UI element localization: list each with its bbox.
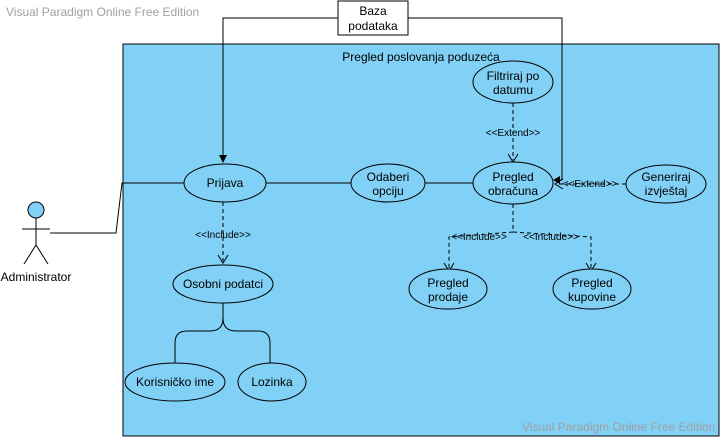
tree-korisnicko-line: [174, 303, 224, 363]
use-case-pregled-obracuna[interactable]: Pregled obračuna: [472, 161, 554, 205]
use-case-prodaje-line1: Pregled: [427, 276, 468, 290]
database-label-line2: podataka: [348, 19, 398, 33]
include-prijava-arrow: [217, 254, 229, 264]
use-case-lozinka[interactable]: Lozinka: [237, 362, 307, 402]
include-prijava-label: <<Include>>: [195, 230, 251, 241]
extend-generiraj-label: <<Extend>>: [563, 179, 618, 190]
use-case-korisnicko-ime[interactable]: Korisničko ime: [124, 362, 226, 402]
use-case-kupovine-line1: Pregled: [571, 276, 612, 290]
include-prodaje-line: [448, 204, 514, 269]
administrator-label: Administrator: [1, 270, 72, 284]
use-case-prodaje-line2: prodaje: [428, 290, 468, 304]
system-boundary[interactable]: [122, 43, 720, 437]
include-kupovine-line: [512, 231, 592, 269]
use-case-osobni-podatci[interactable]: Osobni podatci: [172, 264, 274, 304]
use-case-prijava-label: Prijava: [207, 176, 244, 190]
use-case-generiraj-izvjestaj[interactable]: Generiraj izvještaj: [625, 164, 707, 204]
admin-prijava-association: [50, 182, 184, 234]
actor-left-leg: [23, 244, 37, 265]
extend-generiraj-arrow: [554, 178, 564, 190]
extend-filtriraj-label: <<Extend>>: [486, 128, 541, 139]
database-box[interactable]: [337, 0, 409, 36]
include-kupovine-label: <<Include>>: [523, 232, 579, 243]
use-case-odaberi-opciju[interactable]: Odaberi opciju: [350, 163, 426, 203]
use-case-osobni-podatci-label: Osobni podatci: [183, 277, 263, 291]
administrator-actor[interactable]: [22, 201, 50, 265]
database-label-line1: Baza: [359, 4, 387, 18]
use-case-kupovine-line2: kupovine: [568, 290, 616, 304]
use-case-filtriraj-line1: Filtriraj po: [487, 69, 540, 83]
database-prijava-arrowhead: [219, 155, 227, 163]
actor-head: [27, 201, 45, 219]
use-case-filtriraj-line2: datumu: [493, 83, 533, 97]
use-case-lozinka-label: Lozinka: [251, 375, 293, 389]
tree-lozinka-line: [222, 317, 271, 363]
watermark-top: Visual Paradigm Online Free Edition: [6, 5, 199, 19]
actor-right-leg: [35, 244, 49, 265]
use-case-pregled-kupovine[interactable]: Pregled kupovine: [552, 268, 632, 310]
use-case-odaberi-line1: Odaberi: [367, 170, 410, 184]
include-prodaje-label: <<Include>>: [451, 232, 507, 243]
use-case-pregled-obracuna-line2: obračuna: [488, 184, 538, 198]
use-case-filtriraj-po-datumu[interactable]: Filtriraj po datumu: [472, 60, 554, 104]
watermark-bottom: Visual Paradigm Online Free Edition: [522, 420, 715, 434]
use-case-korisnicko-ime-label: Korisničko ime: [136, 375, 214, 389]
use-case-odaberi-line2: opciju: [372, 184, 403, 198]
use-case-pregled-obracuna-line1: Pregled: [492, 170, 533, 184]
use-case-pregled-prodaje[interactable]: Pregled prodaje: [408, 268, 488, 310]
use-case-generiraj-line2: izvještaj: [645, 184, 688, 198]
system-title: Pregled poslovanja poduzeća: [342, 50, 500, 64]
database-prijava-line: [222, 17, 338, 160]
use-case-prijava[interactable]: Prijava: [183, 163, 267, 203]
use-case-generiraj-line1: Generiraj: [641, 170, 690, 184]
